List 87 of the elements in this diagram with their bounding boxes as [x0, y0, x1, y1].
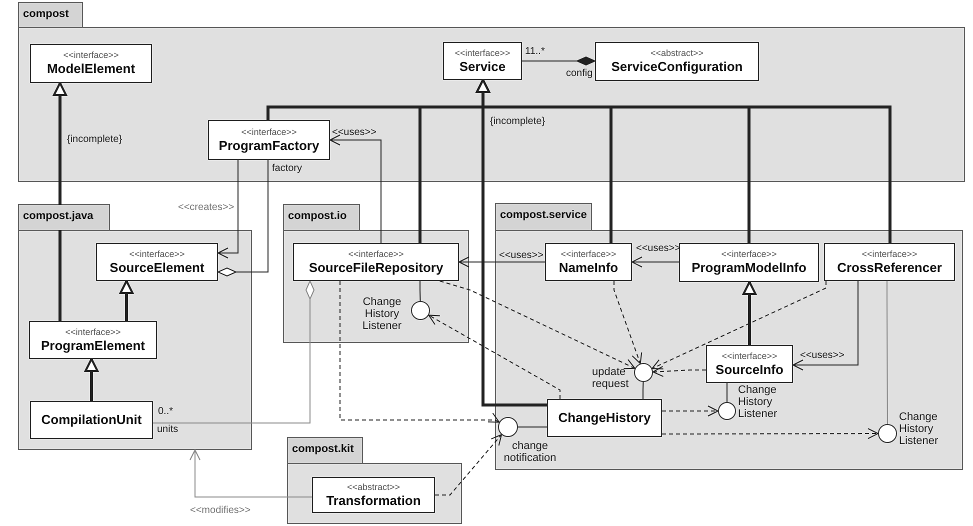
association-arrow: [84, 358, 98, 401]
interface-label: update request: [592, 366, 630, 390]
interface-label: change notification: [502, 440, 558, 464]
edge-label: <<creates>>: [178, 202, 234, 214]
class-name: CrossReferencer: [836, 260, 943, 276]
dependency-arrow: [662, 406, 718, 416]
class-box: [30, 44, 152, 83]
stereotype-label: <<interface>>: [560, 248, 618, 260]
class-name: SourceFileRepository: [308, 260, 444, 276]
package-frame: [495, 203, 963, 470]
edge-label: {incomplete}: [490, 116, 546, 128]
class-name: NameInfo: [558, 260, 620, 276]
class-box: [443, 42, 522, 80]
package-frame: [283, 204, 469, 343]
class-name: Service: [458, 58, 507, 74]
stereotype-label: <<interface>>: [347, 248, 405, 260]
class-box: [30, 401, 153, 439]
class-box: [96, 243, 218, 281]
class-box: [545, 243, 632, 281]
interface-label: Change History Listener: [738, 384, 778, 420]
dependency-arrow: [428, 314, 560, 400]
association-arrow: [742, 281, 756, 345]
class-box: [824, 243, 955, 281]
class-name: ChangeHistory: [557, 410, 652, 426]
stereotype-label: <<interface>>: [64, 326, 122, 338]
class-name: ProgramModelInfo: [690, 260, 808, 276]
dependency-arrow: [614, 280, 642, 364]
multiplicity-label: 11..*: [525, 46, 545, 58]
stereotype-label: <<interface>>: [128, 248, 186, 260]
package-frame: [287, 437, 462, 524]
multiplicity-label: 0..*: [158, 406, 174, 418]
association-arrow: [53, 82, 67, 321]
class-name: SourceElement: [108, 260, 206, 276]
class-name: CompilationUnit: [40, 412, 143, 428]
stereotype-label: <<interface>>: [240, 126, 298, 138]
class-box: [29, 321, 157, 359]
class-name: ModelElement: [46, 61, 136, 77]
edge-label: units: [157, 424, 178, 436]
edge-label: {incomplete}: [67, 134, 122, 146]
edge-label: <<modifies>>: [190, 505, 251, 517]
class-box: [706, 345, 793, 383]
class-box: [293, 243, 459, 281]
stereotype-label: <<interface>>: [860, 248, 918, 260]
association-arrow: [330, 134, 382, 244]
stereotype-label: <<interface>>: [62, 50, 120, 61]
stereotype-label: <<interface>>: [454, 48, 512, 58]
interface-label: Change History Listener: [899, 411, 940, 447]
class-name: ProgramFactory: [218, 138, 320, 154]
class-box: [312, 477, 435, 513]
class-name: Transformation: [325, 492, 422, 508]
class-box: [679, 243, 819, 282]
package-frame: [18, 204, 252, 450]
connector-line: [518, 426, 548, 428]
interface-label: Change History Listener: [361, 296, 403, 332]
association-arrow: [476, 79, 547, 406]
class-name: ServiceConfiguration: [610, 59, 744, 75]
connector-line: [886, 280, 888, 424]
association-arrow: [190, 450, 312, 498]
stereotype-label: <<interface>>: [720, 249, 778, 260]
dependency-arrow: [652, 280, 826, 370]
connector-line: [420, 280, 421, 302]
dependency-arrow: [439, 280, 636, 370]
class-box: [208, 120, 330, 160]
edge-label: <<uses>>: [800, 350, 844, 362]
class-box: [547, 399, 662, 437]
dependency-arrow: [434, 434, 502, 496]
association-arrow: [792, 280, 858, 370]
connector-line: [726, 382, 728, 402]
stereotype-label: <<abstract>>: [649, 48, 705, 59]
dependency-arrow: [662, 428, 878, 440]
stereotype-label: <<interface>>: [720, 350, 778, 362]
association-arrow: [218, 160, 238, 258]
class-box: [595, 42, 759, 81]
association-arrow: [120, 280, 134, 321]
edge-label: <<uses>>: [332, 127, 376, 139]
association-arrow: [458, 256, 546, 268]
class-name: ProgramElement: [40, 338, 146, 354]
dependency-arrow: [652, 366, 706, 377]
edge-label: factory: [272, 163, 302, 175]
edge-label: config: [566, 68, 593, 80]
edge-label: <<uses>>: [499, 250, 544, 262]
association-arrow: [632, 256, 680, 268]
connector-line: [642, 382, 644, 400]
class-name: SourceInfo: [714, 362, 784, 378]
stereotype-label: <<abstract>>: [346, 482, 402, 492]
package-frame: [18, 2, 965, 182]
dependency-arrow: [340, 280, 500, 423]
